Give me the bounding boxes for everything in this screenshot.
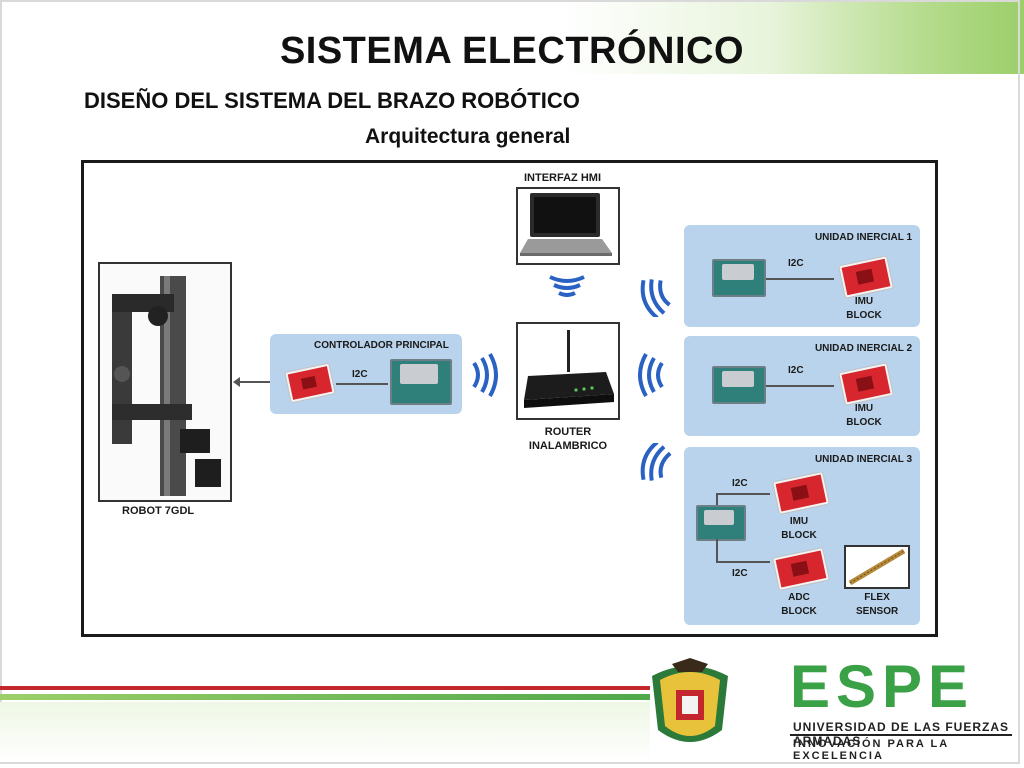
- robot-figure: [98, 262, 232, 502]
- panel-unidad-inercial-3: UNIDAD INERCIAL 3 I2C IMU BLOCK I2C ADC …: [684, 447, 920, 625]
- flex-label-line1: FLEX: [864, 592, 890, 603]
- imu-board-icon: [773, 472, 829, 514]
- university-crest-icon: [652, 658, 728, 742]
- connection-line: [716, 493, 770, 495]
- logo-university-name: UNIVERSIDAD DE LAS FUERZAS ARMADAS: [793, 720, 1010, 748]
- wifi-signal-icon: [549, 275, 585, 297]
- footer-green-rule: [0, 694, 650, 700]
- robot-arm-icon: [112, 276, 221, 496]
- hmi-label: INTERFAZ HMI: [524, 172, 601, 184]
- wifi-signal-icon: [640, 443, 672, 481]
- edison-board-icon: [696, 505, 746, 541]
- footer-band: [0, 702, 650, 762]
- connection-line: [336, 383, 388, 385]
- unit2-title: UNIDAD INERCIAL 2: [814, 343, 912, 354]
- edison-board-icon: [712, 366, 766, 404]
- edison-board-icon: [390, 359, 452, 405]
- imu-label-line1: IMU: [854, 403, 874, 414]
- architecture-diagram: ROBOT 7GDL CONTROLADOR PRINCIPAL I2C INT…: [81, 160, 938, 637]
- section-heading: Arquitectura general: [365, 125, 571, 148]
- unit3-adc-label: ADC BLOCK: [778, 591, 820, 619]
- router-label-line2: INALAMBRICO: [528, 440, 608, 452]
- laptop-icon: [520, 193, 612, 256]
- controller-title: CONTROLADOR PRINCIPAL: [314, 340, 449, 351]
- unit1-imu-label: IMU BLOCK: [844, 295, 884, 323]
- arrow-head: [233, 377, 240, 387]
- unit3-bus1-label: I2C: [732, 478, 748, 489]
- flex-label-line2: SENSOR: [856, 606, 899, 617]
- logo-divider: [790, 734, 1012, 736]
- adc-label-line2: BLOCK: [781, 606, 817, 617]
- imu-label-line2: BLOCK: [846, 417, 882, 428]
- imu-label-line2: BLOCK: [781, 530, 817, 541]
- imu-label-line1: IMU: [854, 296, 874, 307]
- unit3-flex-label: FLEX SENSOR: [856, 591, 898, 619]
- edison-board-icon: [712, 259, 766, 297]
- router-label: ROUTER INALAMBRICO: [528, 425, 608, 453]
- unit1-bus-label: I2C: [788, 258, 804, 269]
- imu-label-line2: BLOCK: [846, 310, 882, 321]
- adc-board-icon: [773, 548, 829, 590]
- unit3-imu-label: IMU BLOCK: [778, 515, 820, 543]
- unit2-imu-label: IMU BLOCK: [844, 402, 884, 430]
- imu-board-icon: [839, 363, 893, 405]
- adc-label-line1: ADC: [788, 592, 810, 603]
- imu-label-line1: IMU: [789, 516, 809, 527]
- logo-tagline: INNOVACIÓN PARA LA EXCELENCIA: [793, 738, 949, 762]
- robot-label: ROBOT 7GDL: [122, 505, 195, 517]
- router-icon: [524, 330, 614, 408]
- connection-line: [716, 561, 770, 563]
- unit3-title: UNIDAD INERCIAL 3: [814, 454, 912, 465]
- panel-unidad-inercial-1: UNIDAD INERCIAL 1 I2C IMU BLOCK: [684, 225, 920, 327]
- imu-board-icon: [285, 363, 335, 403]
- slide-title: SISTEMA ELECTRÓNICO: [279, 30, 745, 72]
- flex-sensor-icon: [848, 548, 906, 586]
- unit3-bus2-label: I2C: [732, 568, 748, 579]
- panel-controlador-principal: CONTROLADOR PRINCIPAL I2C: [270, 334, 462, 414]
- connection-line: [766, 278, 834, 280]
- connection-line: [716, 493, 718, 505]
- controller-bus-label: I2C: [352, 369, 368, 380]
- unit1-title: UNIDAD INERCIAL 1: [814, 232, 912, 243]
- slide-subtitle: DISEÑO DEL SISTEMA DEL BRAZO ROBÓTICO: [84, 88, 580, 113]
- laptop-figure: [516, 187, 620, 265]
- footer-red-rule: [0, 686, 650, 690]
- espe-logo: ESPE: [790, 653, 975, 720]
- header-gradient-band: [0, 0, 1024, 74]
- connection-line: [716, 539, 718, 561]
- imu-board-icon: [839, 256, 893, 298]
- connection-line: [766, 385, 834, 387]
- connection-line: [236, 381, 270, 383]
- wifi-signal-icon: [638, 353, 664, 397]
- wifi-signal-icon: [640, 279, 671, 317]
- router-figure: [516, 322, 620, 420]
- panel-unidad-inercial-2: UNIDAD INERCIAL 2 I2C IMU BLOCK: [684, 336, 920, 436]
- flex-sensor-figure: [844, 545, 910, 589]
- router-label-line1: ROUTER: [544, 426, 592, 438]
- unit2-bus-label: I2C: [788, 365, 804, 376]
- wifi-signal-icon: [472, 353, 498, 397]
